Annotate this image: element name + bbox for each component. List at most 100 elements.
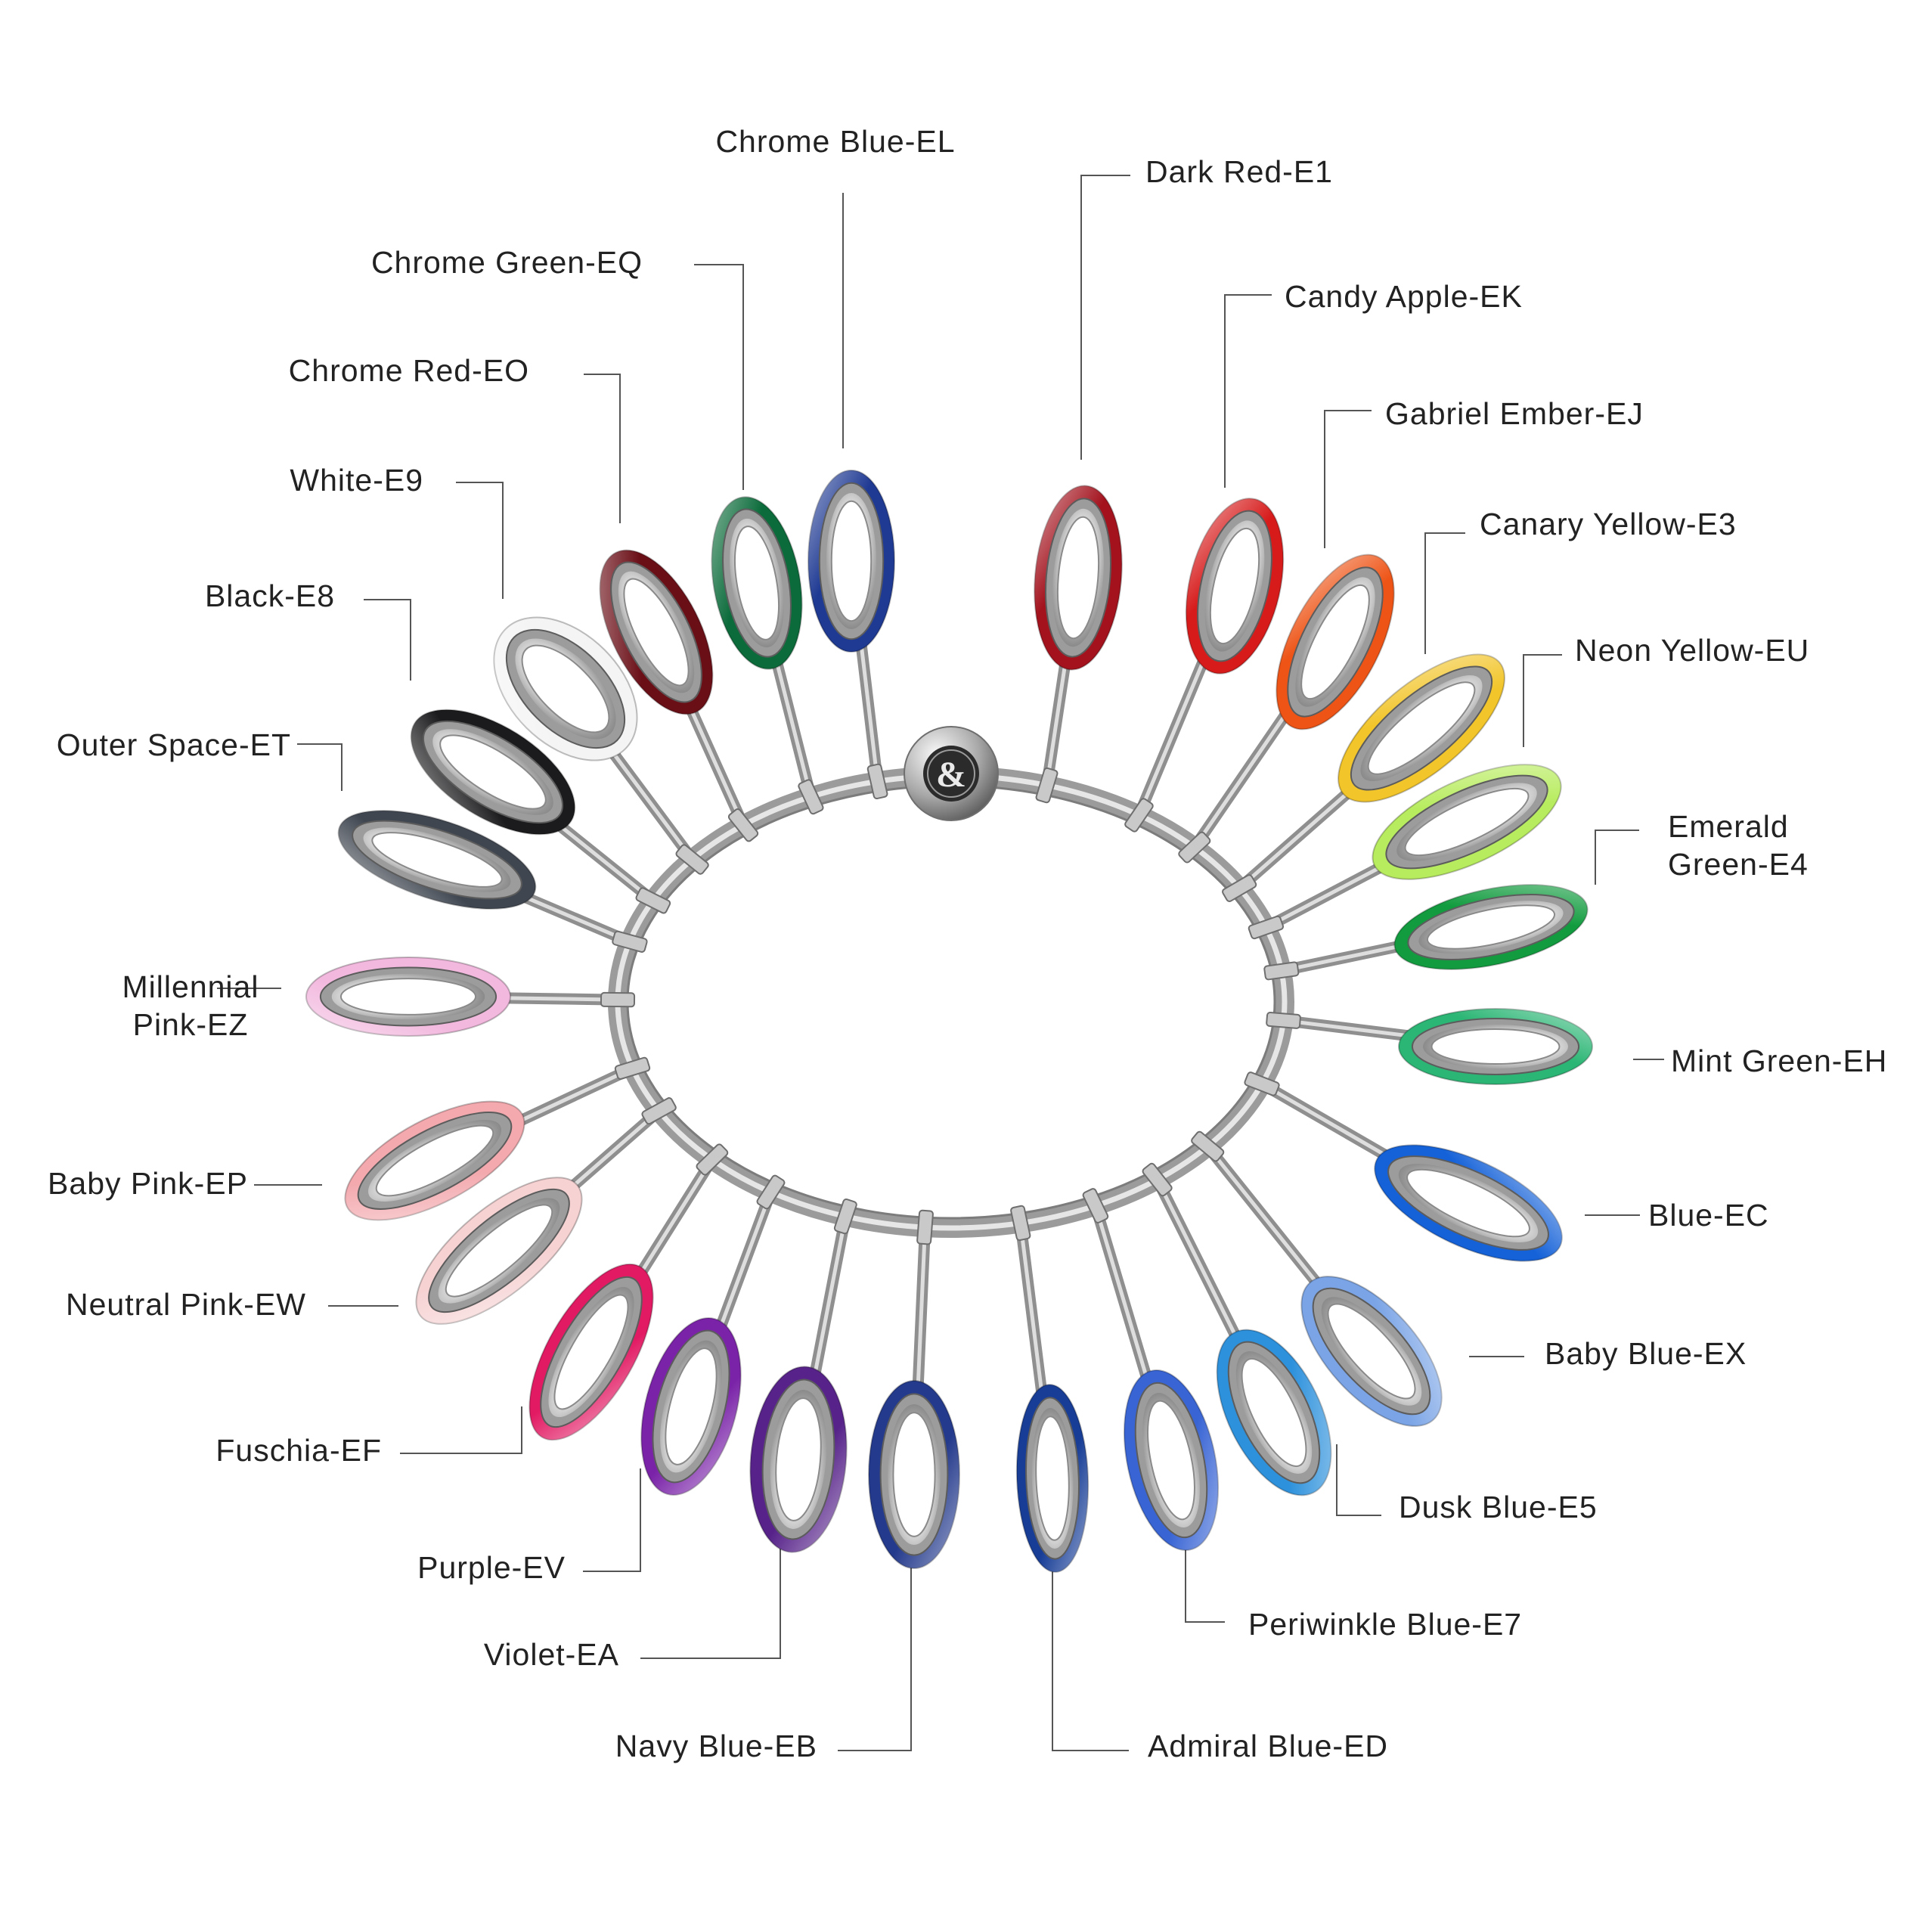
neon-yellow-leader-line: [1523, 654, 1562, 747]
neutral-pink-ring-opening: [445, 1204, 553, 1298]
gabriel-ember-ring: [1276, 554, 1395, 730]
dusk-blue-ring: [1216, 1329, 1332, 1496]
violet-label: Violet-EA: [483, 1637, 619, 1672]
black-ring-opening: [439, 734, 547, 810]
emerald-green-ring: [1393, 884, 1589, 970]
logo-ball: &: [904, 726, 999, 821]
outer-space-clip: [612, 930, 648, 953]
admiral-blue-leader-line: [1052, 1529, 1129, 1751]
white-leader-line: [456, 482, 504, 599]
purple-ring-opening: [665, 1347, 718, 1465]
navy-blue-ring-opening: [892, 1412, 936, 1537]
gabriel-ember-label: Gabriel Ember-EJ: [1385, 396, 1644, 431]
stem-clips: [600, 763, 1301, 1245]
neutral-pink-label: Neutral Pink-EW: [65, 1287, 306, 1322]
chrome-red-clip: [727, 808, 759, 842]
admiral-blue-label: Admiral Blue-ED: [1148, 1729, 1389, 1763]
violet-clip: [833, 1198, 857, 1235]
chrome-red-ring: [599, 549, 714, 715]
millennial-pink-ring: [305, 957, 511, 1037]
neutral-pink-ring: [415, 1177, 583, 1325]
chrome-blue-ring: [807, 470, 895, 653]
candy-apple-stem-highlight: [1136, 634, 1217, 817]
baby-pink-clip: [614, 1056, 651, 1080]
violet-ring: [749, 1366, 848, 1553]
fuschia-clip: [696, 1143, 729, 1176]
violet-leader-line: [640, 1509, 781, 1659]
baby-blue-ring-opening: [1327, 1303, 1416, 1400]
dusk-blue-leader-line: [1336, 1444, 1381, 1516]
chrome-green-label: Chrome Green-EQ: [370, 245, 643, 280]
baby-pink-label: Baby Pink-EP: [48, 1166, 248, 1201]
white-label: White-E9: [290, 463, 423, 498]
outer-space-ring: [337, 810, 537, 910]
candy-apple-label: Candy Apple-EK: [1285, 279, 1523, 314]
navy-blue-label: Navy Blue-EB: [615, 1729, 817, 1763]
fuschia-ring-opening: [553, 1294, 629, 1410]
leader-lines: [217, 175, 1664, 1751]
millennial-pink-ring-opening: [339, 978, 477, 1016]
blue-ring: [1374, 1144, 1563, 1262]
mint-green-label: Mint Green-EH: [1671, 1044, 1888, 1078]
neutral-pink-clip: [641, 1097, 677, 1125]
periwinkle-blue-label: Periwinkle Blue-E7: [1248, 1607, 1523, 1642]
navy-blue-clip: [916, 1209, 934, 1245]
canary-yellow-ring: [1338, 653, 1505, 803]
emerald-green-label: Emerald Green-E4: [1668, 809, 1809, 882]
outer-space-label: Outer Space-ET: [56, 727, 291, 762]
blue-label: Blue-EC: [1648, 1198, 1769, 1233]
canary-yellow-leader-line: [1424, 532, 1465, 654]
chrome-green-leader-line: [694, 264, 744, 490]
mint-green-clip: [1266, 1011, 1301, 1029]
emerald-green-ring-opening: [1426, 904, 1556, 950]
gabriel-ember-ring-opening: [1300, 584, 1370, 700]
chrome-blue-ring-opening: [830, 500, 873, 622]
baby-blue-clip: [1191, 1130, 1225, 1162]
millennial-pink-clip: [600, 991, 636, 1008]
periwinkle-blue-ring: [1123, 1369, 1220, 1551]
dark-red-leader-line: [1080, 175, 1130, 460]
baby-blue-label: Baby Blue-EX: [1545, 1336, 1747, 1371]
neon-yellow-clip: [1248, 915, 1285, 940]
canary-yellow-label: Canary Yellow-E3: [1480, 507, 1737, 541]
black-clip: [635, 887, 671, 914]
baby-pink-ring-opening: [375, 1124, 494, 1197]
neon-yellow-ring: [1372, 764, 1562, 880]
chrome-green-ring-opening: [734, 526, 780, 640]
chrome-red-leader-line: [584, 374, 621, 523]
chrome-red-ring-opening: [623, 578, 690, 687]
chrome-green-ring: [711, 496, 803, 670]
black-ring: [410, 709, 576, 836]
candy-apple-ring-opening: [1209, 527, 1260, 645]
admiral-blue-ring-opening: [1035, 1416, 1070, 1541]
emerald-green-clip: [1263, 961, 1300, 981]
dusk-blue-label: Dusk Blue-E5: [1399, 1490, 1598, 1524]
candy-apple-leader-line: [1224, 294, 1272, 488]
fuschia-leader-line: [400, 1406, 522, 1454]
fuschia-label: Fuschia-EF: [215, 1433, 382, 1468]
dark-red-ring-opening: [1056, 516, 1100, 640]
periwinkle-blue-clip: [1082, 1188, 1109, 1223]
navy-blue-ring: [868, 1380, 960, 1569]
white-clip: [675, 844, 709, 875]
blue-clip: [1244, 1071, 1280, 1096]
candy-apple-ring: [1185, 498, 1285, 674]
fuschia-ring: [528, 1263, 654, 1441]
candy-apple-clip: [1124, 798, 1154, 833]
gabriel-ember-clip: [1178, 831, 1211, 864]
dark-red-ring: [1034, 485, 1123, 671]
periwinkle-blue-ring-opening: [1147, 1400, 1195, 1521]
logo-mark: &: [936, 755, 966, 795]
outer-space-leader-line: [297, 743, 343, 791]
rings: [305, 470, 1593, 1573]
baby-blue-ring: [1300, 1276, 1443, 1427]
dusk-blue-ring-opening: [1241, 1357, 1307, 1468]
canary-yellow-ring-opening: [1367, 681, 1476, 775]
chrome-blue-label: Chrome Blue-EL: [715, 124, 956, 159]
purple-clip: [756, 1174, 786, 1210]
neon-yellow-ring-opening: [1404, 787, 1530, 857]
violet-ring-opening: [775, 1397, 822, 1521]
gabriel-ember-leader-line: [1324, 410, 1372, 548]
